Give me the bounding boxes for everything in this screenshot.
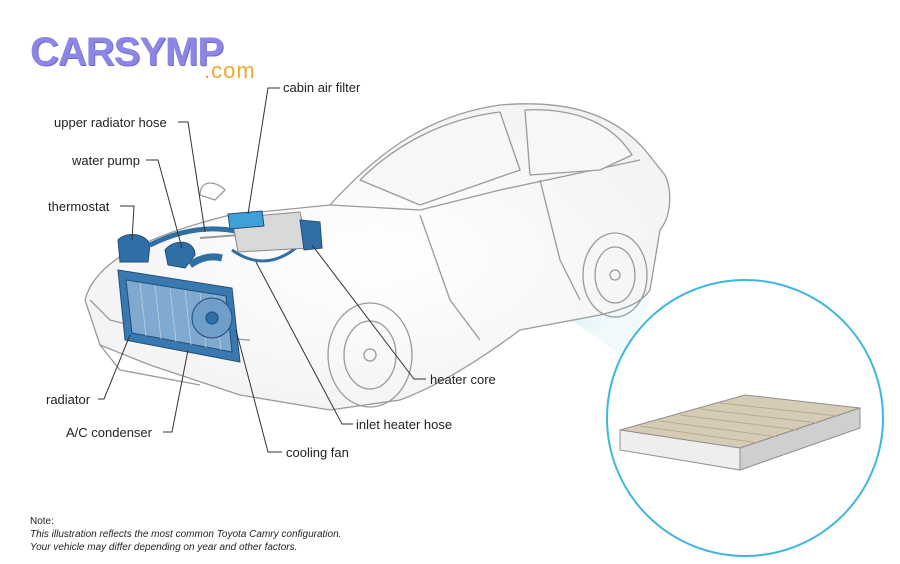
note-block: Note: This illustration reflects the mos… (30, 515, 341, 554)
lower-hose-part (187, 253, 223, 268)
leader-lines (98, 87, 426, 453)
site-logo: CARSYMP (30, 30, 224, 74)
heater-core-part (299, 219, 323, 251)
water-pump-part (164, 241, 196, 269)
rear-wheel (582, 232, 648, 318)
thermostat-part (117, 234, 151, 263)
label-inlet-heater-hose: inlet heater hose (356, 417, 453, 432)
site-logo-domain: .com (204, 58, 256, 83)
note-line-2: Your vehicle may differ depending on yea… (30, 542, 298, 553)
label-heater-core: heater core (430, 372, 496, 387)
cooling-parts (117, 210, 323, 363)
note-line-1: This illustration reflects the most comm… (30, 529, 342, 540)
label-cabin-air-filter: cabin air filter (283, 80, 361, 95)
filter-part (227, 210, 265, 230)
cabin-filter-closeup (619, 394, 861, 471)
label-upper-radiator-hose: upper radiator hose (54, 115, 167, 130)
label-thermostat: thermostat (48, 199, 110, 214)
label-radiator: radiator (46, 392, 91, 407)
label-water-pump: water pump (72, 153, 140, 168)
label-ac-condenser: A/C condenser (66, 425, 152, 440)
upper-hose-part (148, 226, 241, 248)
note-heading: Note: (30, 516, 54, 527)
label-cooling-fan: cooling fan (286, 445, 349, 460)
